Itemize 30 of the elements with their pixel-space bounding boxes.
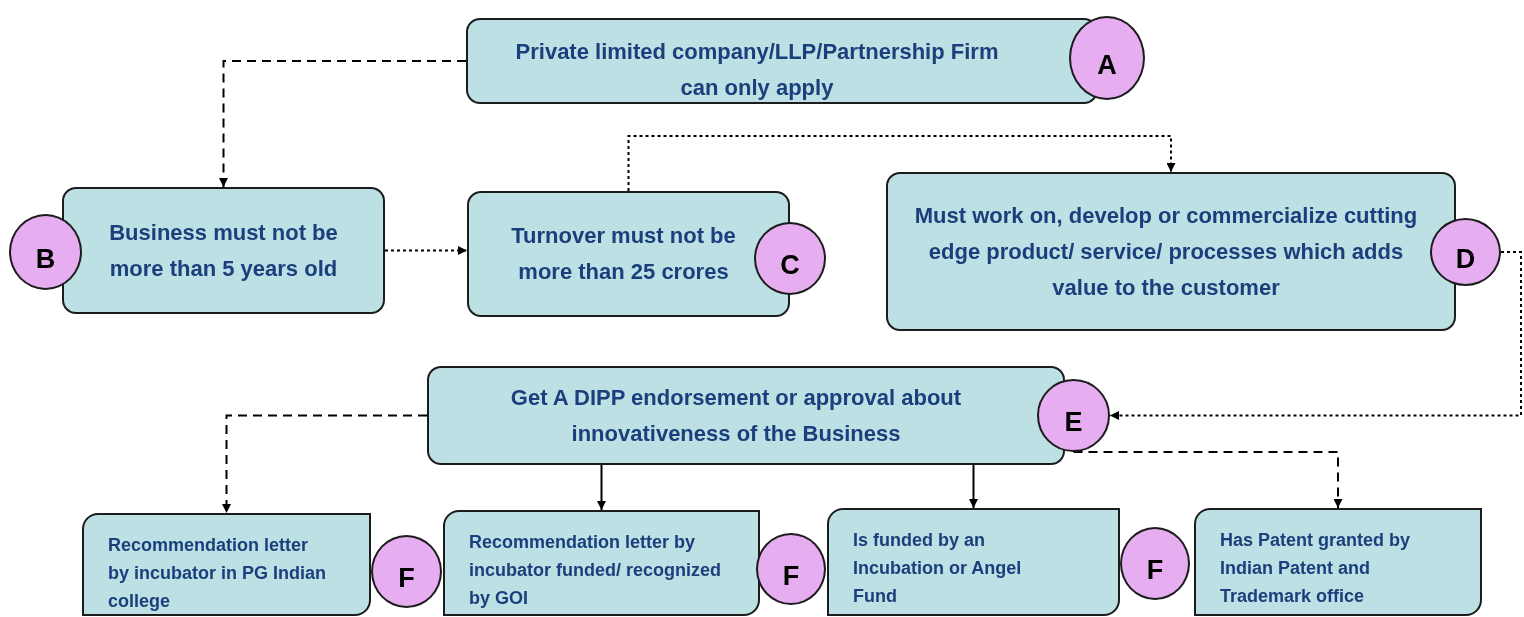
letter-circle: F — [756, 533, 826, 605]
box-text: Is funded by an Incubation or Angel Fund — [853, 529, 1023, 608]
connector-arrow — [384, 246, 468, 255]
process-box — [62, 187, 385, 314]
box-text: Must work on, develop or commercialize cutting edge product/ service/ processes which adds value to the customer — [913, 201, 1419, 302]
process-box — [443, 510, 760, 616]
letter-circle: B — [9, 214, 82, 290]
box-text: Turnover must not be more than 25 crores — [510, 222, 737, 286]
letter-circle: A — [1069, 16, 1145, 100]
connector-arrow — [1109, 251, 1522, 420]
box-text: Get A DIPP endorsement or approval about innovativeness of the Business — [509, 383, 963, 448]
box-text: Recommendation letter by incubator funded/ recognized by GOI — [469, 531, 722, 610]
process-box — [82, 513, 371, 616]
box-text: Recommendation letter by incubator in PG Indian college — [108, 534, 327, 613]
connector-arrow — [222, 414, 428, 514]
process-box — [827, 508, 1120, 616]
connector-arrow — [219, 60, 467, 188]
letter-circle: F — [371, 535, 442, 608]
connector-arrow — [597, 464, 606, 511]
box-text: Private limited company/LLP/Partnership Firm can only apply — [514, 38, 1000, 102]
box-text: Business must not be more than 5 years old — [109, 218, 338, 283]
process-box — [1194, 508, 1482, 616]
connector-arrow — [627, 135, 1176, 192]
connector-arrow — [969, 464, 978, 509]
connector-arrow — [1072, 451, 1343, 509]
process-box — [427, 366, 1065, 465]
letter-circle: D — [1430, 218, 1501, 286]
box-text: Has Patent granted by Indian Patent and Trademark office — [1220, 529, 1412, 608]
letter-circle: F — [1120, 527, 1190, 600]
process-box — [886, 172, 1456, 331]
